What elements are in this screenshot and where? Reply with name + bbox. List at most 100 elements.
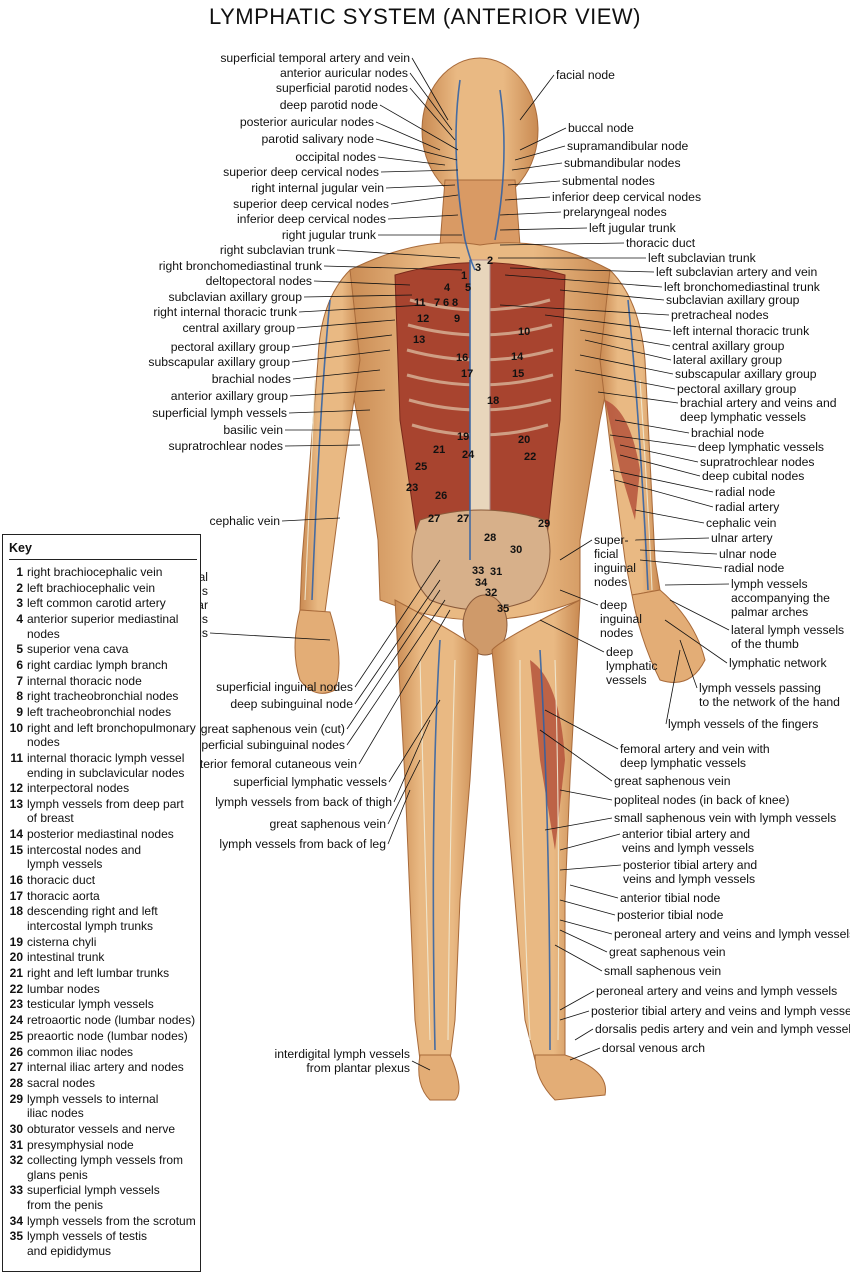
key-number: 21	[9, 966, 23, 980]
body-number-marker: 34	[475, 577, 488, 589]
callout-label-right: posterior tibial node	[617, 908, 724, 922]
leader-line	[559, 539, 593, 561]
body-number-marker: 26	[435, 490, 448, 502]
leader-line	[559, 589, 599, 606]
leader-line	[511, 162, 563, 171]
key-text: intestinal trunk	[27, 950, 105, 965]
key-text: retroaortic node (lumbar nodes)	[27, 1013, 196, 1028]
callout-label-right: inferior deep cervical nodes	[552, 190, 702, 204]
key-number: 17	[9, 888, 23, 903]
leader-line	[375, 138, 458, 161]
key-number: 16	[9, 873, 23, 887]
callout-label-right: popliteal nodes (in back of knee)	[614, 793, 790, 807]
callout-label-left: deep parotid node	[279, 98, 378, 112]
key-text: right cardiac lymph branch	[27, 658, 168, 672]
callout-label-right: facial node	[556, 68, 615, 82]
callout-label-left: superior deep cervical nodes	[223, 165, 379, 179]
leader-line	[411, 1060, 431, 1071]
leader-line	[609, 434, 697, 448]
leader-line	[514, 145, 566, 161]
leader-line	[393, 719, 431, 803]
key-text: thoracic duct	[27, 873, 96, 887]
leader-line	[544, 709, 619, 750]
callout-label-left: superficial temporal artery and vein	[220, 51, 410, 65]
leader-line	[358, 609, 451, 765]
callout-label-left: right jugular trunk	[281, 228, 376, 242]
body-number-marker: 24	[462, 449, 475, 461]
callout-label-right: ulnar artery	[711, 531, 773, 545]
leader-line	[298, 304, 426, 313]
callout-label-left: subclavian axillary group	[168, 290, 302, 304]
right-arm	[299, 268, 361, 613]
leader-line	[559, 1010, 590, 1021]
callout-label-left: superficial subinguinal nodes	[188, 738, 345, 752]
leader-line	[539, 619, 605, 653]
leader-line	[619, 454, 701, 477]
left-foot	[534, 1054, 606, 1101]
leader-line	[387, 759, 421, 825]
key-number: 7	[16, 673, 23, 688]
callout-label-left: basilic vein	[223, 423, 283, 437]
body-number-marker: 27	[457, 513, 470, 525]
right-hand	[294, 609, 340, 694]
callout-label-right: anterior tibial node	[620, 891, 721, 905]
leader-line	[569, 884, 619, 899]
callout-label-left: inferior deep cervical nodes	[236, 212, 386, 226]
body-number-marker: 13	[413, 334, 426, 346]
key-number: 27	[9, 1060, 23, 1075]
leader-line	[519, 74, 555, 121]
leader-line	[559, 289, 665, 301]
key-title: Key	[9, 541, 32, 555]
leader-line	[665, 649, 681, 725]
callout-label-left: superficial lymphatic vessels	[233, 775, 387, 789]
key-number: 14	[9, 827, 23, 842]
key-text: common iliac nodes	[27, 1044, 134, 1059]
callout-label-left: pectoral axillary group	[170, 340, 290, 354]
callout-label-left: brachial nodes	[211, 372, 291, 386]
callout-label-right: great saphenous vein	[614, 774, 731, 788]
key-number: 20	[9, 950, 23, 965]
callout-label-right: left bronchomediastinal trunk	[664, 280, 820, 294]
callout-label-right: left subclavian artery and vein	[656, 265, 818, 279]
genitals	[462, 594, 508, 656]
callout-label-right: cephalic vein	[706, 516, 777, 530]
body-number-marker: 33	[472, 565, 485, 577]
leader-line	[507, 180, 561, 186]
key-number: 4	[16, 612, 23, 627]
leader-line	[377, 156, 446, 166]
leader-line	[559, 919, 613, 935]
body-number-marker: 28	[484, 532, 497, 544]
leader-line	[387, 789, 411, 845]
callout-label-left: deep subinguinal node	[230, 697, 353, 711]
key-text: posterior mediastinal nodes	[27, 827, 174, 842]
body-number-marker: 12	[417, 313, 430, 325]
callout-label-left: great saphenous vein (cut)	[200, 722, 345, 736]
body-number-marker: 25	[415, 461, 428, 473]
callout-label-right: central axillary group	[672, 339, 785, 353]
body-number-marker: 10	[518, 326, 531, 338]
key-number: 30	[9, 1121, 23, 1136]
leader-line	[609, 469, 714, 493]
callout-label-left: superficial lymph vessels	[152, 406, 287, 420]
key-text: lumbar nodes	[27, 981, 100, 996]
leader-line	[409, 72, 453, 131]
key-text: interpectoral nodes	[27, 781, 130, 796]
body-number-marker: 5	[465, 282, 472, 294]
key-text: presymphysial node	[27, 1137, 134, 1152]
body-number-marker: 19	[457, 431, 470, 443]
key-text: left common carotid artery	[27, 596, 166, 611]
leader-line	[379, 104, 459, 151]
leader-line	[296, 319, 396, 329]
leader-line	[313, 280, 411, 286]
key-number: 22	[9, 981, 23, 996]
